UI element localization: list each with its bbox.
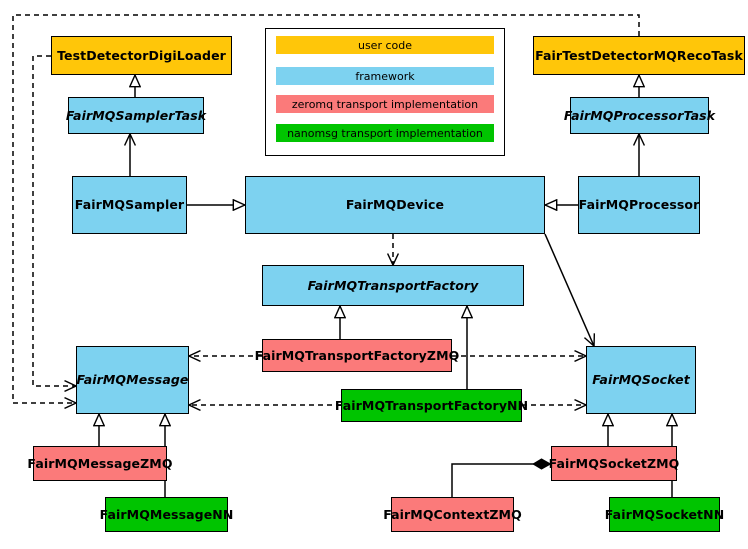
class-label: FairMQMessageNN: [99, 506, 234, 522]
edge-composition-contextzmq-socketzmq: [451, 464, 551, 497]
legend-item-zeromq: zeromq transport implementation: [276, 95, 494, 113]
class-node-fairmqsampler[interactable]: FairMQSampler: [72, 176, 187, 234]
class-label: FairTestDetectorMQRecoTask: [535, 47, 743, 63]
class-label: FairMQMessageZMQ: [27, 455, 173, 471]
class-label: FairMQContextZMQ: [383, 506, 522, 522]
class-node-fairmqprocessortask[interactable]: FairMQProcessorTask: [564, 97, 715, 134]
class-label: FairMQSampler: [74, 197, 185, 213]
class-label: FairMQDevice: [345, 197, 445, 213]
class-label: FairMQMessage: [76, 372, 189, 388]
legend-label-user-code: user code: [357, 38, 413, 52]
class-label: FairMQTransportFactoryZMQ: [254, 347, 460, 363]
class-node-fairmqtransportfactoryzmq[interactable]: FairMQTransportFactoryZMQ: [255, 339, 459, 372]
class-node-fairmqtransportfactorynn[interactable]: FairMQTransportFactoryNN: [335, 389, 528, 422]
class-node-testdetectordigiloader[interactable]: TestDetectorDigiLoader: [51, 36, 232, 75]
edge-assoc-device-socket: [544, 233, 594, 346]
class-label: FairMQSocketZMQ: [548, 455, 680, 471]
class-label: FairMQProcessorTask: [563, 107, 716, 123]
class-node-fairmqcontextzmq[interactable]: FairMQContextZMQ: [383, 497, 522, 532]
class-node-fairmqtransportfactory[interactable]: FairMQTransportFactory: [262, 265, 524, 306]
class-label: FairMQSamplerTask: [65, 107, 207, 123]
class-label: FairMQSocketNN: [604, 506, 725, 522]
class-node-fairmqmessagenn[interactable]: FairMQMessageNN: [100, 497, 233, 532]
class-node-fairmqmessage[interactable]: FairMQMessage: [76, 346, 189, 414]
class-node-fairtestdetectormqrecotask[interactable]: FairTestDetectorMQRecoTask: [533, 36, 745, 75]
class-node-fairmqmessagezmq[interactable]: FairMQMessageZMQ: [27, 446, 172, 481]
class-node-fairmqsocketnn[interactable]: FairMQSocketNN: [605, 497, 724, 532]
legend-label-zeromq: zeromq transport implementation: [291, 97, 479, 111]
class-label: FairMQTransportFactory: [307, 277, 479, 293]
legend-item-user-code: user code: [276, 36, 494, 54]
class-node-fairmqsocket[interactable]: FairMQSocket: [586, 346, 696, 414]
class-label: FairMQSocket: [592, 372, 690, 388]
legend-label-nanomsg: nanomsg transport implementation: [287, 126, 483, 140]
class-node-fairmqprocessor[interactable]: FairMQProcessor: [578, 176, 700, 234]
class-label: FairMQTransportFactoryNN: [334, 397, 529, 413]
class-label: TestDetectorDigiLoader: [57, 47, 226, 63]
edge-dependency-digiloader-message: [32, 55, 76, 386]
legend-label-framework: framework: [355, 69, 415, 83]
legend-item-framework: framework: [276, 67, 494, 85]
class-label: FairMQProcessor: [578, 197, 700, 213]
class-node-fairmqsocketzmq[interactable]: FairMQSocketZMQ: [548, 446, 680, 481]
edge-dependency-recotask-message: [12, 14, 640, 403]
class-node-fairmqdevice[interactable]: FairMQDevice: [245, 176, 545, 234]
class-node-fairmqsamplertask[interactable]: FairMQSamplerTask: [65, 97, 207, 134]
legend-item-nanomsg: nanomsg transport implementation: [276, 124, 494, 142]
